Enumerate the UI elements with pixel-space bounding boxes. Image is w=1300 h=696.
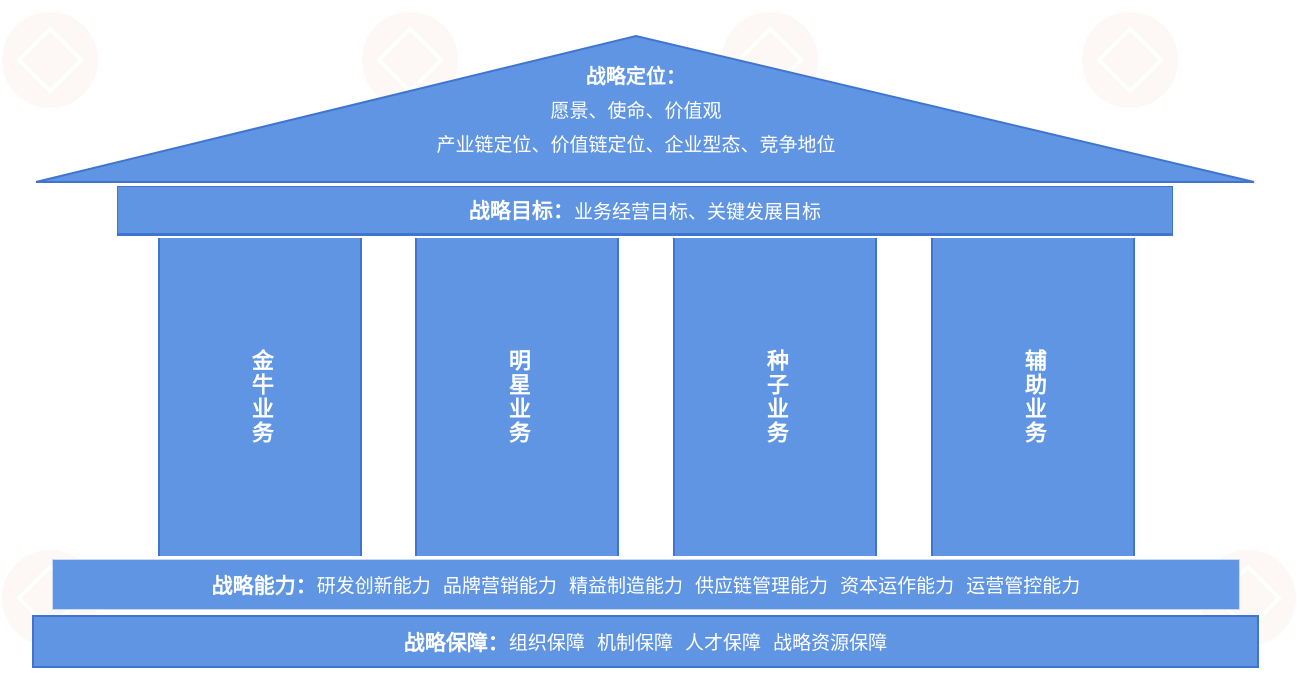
pillar-label: 辅助业务 <box>1021 349 1046 445</box>
strategic-positioning-title: 战略定位： <box>586 64 686 88</box>
strategic-goal-bar: 战略目标： 业务经营目标、关键发展目标 <box>117 186 1173 234</box>
strategic-guarantee-content: 组织保障 机制保障 人才保障 战略资源保障 <box>508 632 888 654</box>
strategic-capability-label: 战略能力： <box>211 573 317 598</box>
strategic-capability-bar: 战略能力： 研发创新能力 品牌营销能力 精益制造能力 供应链管理能力 资本运作能… <box>52 559 1240 610</box>
strategic-guarantee-bar: 战略保障： 组织保障 机制保障 人才保障 战略资源保障 <box>32 615 1259 668</box>
strategic-goal-label: 战略目标： <box>468 199 574 223</box>
pillar-star: 明星业务 <box>415 238 619 556</box>
watermark-logo <box>2 12 98 108</box>
strategic-guarantee-label: 战略保障： <box>403 630 509 655</box>
pillar-cash-cow: 金牛业务 <box>158 238 362 556</box>
pillar-label: 明星业务 <box>505 349 530 445</box>
strategic-capability-content: 研发创新能力 品牌营销能力 精益制造能力 供应链管理能力 资本运作能力 运营管控… <box>316 575 1081 597</box>
pillar-auxiliary: 辅助业务 <box>931 238 1135 556</box>
pillar-label: 金牛业务 <box>248 349 273 445</box>
strategic-positioning-line1: 愿景、使命、价值观 <box>550 100 722 122</box>
watermark-logo <box>1082 12 1178 108</box>
pillar-seed: 种子业务 <box>673 238 877 556</box>
strategic-positioning-line2: 产业链定位、价值链定位、企业型态、竞争地位 <box>436 134 836 156</box>
pillar-label: 种子业务 <box>763 349 788 445</box>
strategic-goal-content: 业务经营目标、关键发展目标 <box>573 200 821 223</box>
roof-triangle <box>35 34 1255 183</box>
